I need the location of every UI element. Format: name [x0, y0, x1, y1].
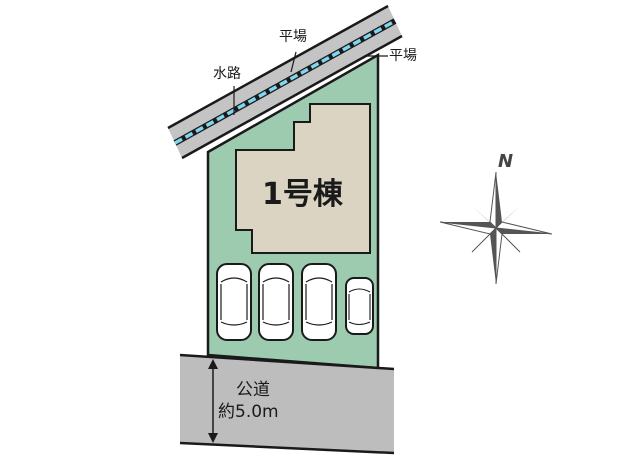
car-3 — [301, 263, 337, 341]
building-label: 1号棟 — [262, 177, 343, 212]
compass-rose-icon — [439, 171, 553, 285]
waterway-line — [174, 19, 396, 145]
road-width-label: 約5.0m — [218, 402, 279, 422]
car-2 — [258, 263, 294, 341]
building-footprint — [235, 103, 371, 254]
canal-flat-label-top: 平場 — [279, 29, 307, 45]
car-1 — [216, 263, 252, 341]
canal-flat-label-right: 平場 — [389, 48, 417, 64]
waterway-label: 水路 — [213, 66, 241, 82]
car-4-compact — [345, 277, 374, 335]
north-label: N — [498, 151, 514, 172]
public-road — [180, 355, 394, 453]
road-type-label: 公道 — [236, 380, 270, 400]
